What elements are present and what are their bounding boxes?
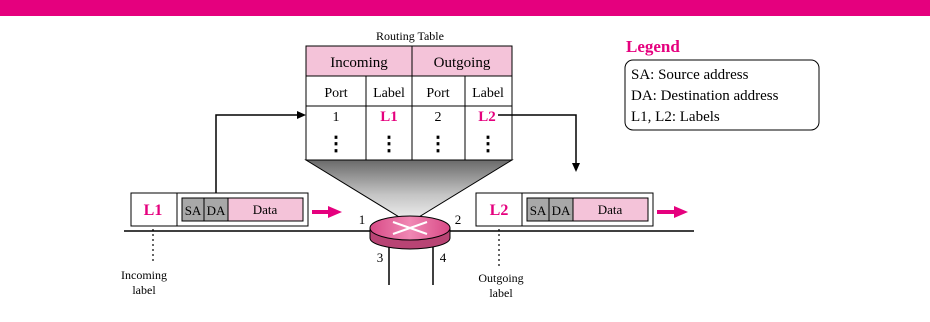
- header-incoming: Incoming: [330, 55, 388, 71]
- row-port-in: 1: [333, 110, 340, 125]
- table-body: [305, 75, 513, 161]
- router-port-3: 3: [377, 250, 384, 265]
- outgoing-packet: L2 SA DA Data: [475, 192, 654, 227]
- incoming-direction-arrow: [312, 206, 342, 218]
- table-to-router-funnel: [304, 159, 514, 224]
- incoming-label: L1: [144, 202, 163, 219]
- outgoing-field-da: DA: [552, 203, 571, 218]
- router: 1 2 3 4: [359, 212, 462, 285]
- router-port-2: 2: [455, 212, 462, 227]
- legend-line-da: DA: Destination address: [631, 88, 779, 104]
- continuation-dots-2: ⋮: [379, 133, 399, 155]
- outgoing-caption-line1: Outgoing: [478, 271, 523, 285]
- routing-table: Routing Table Incoming Outgoing Port Lab…: [305, 29, 513, 161]
- router-port-4: 4: [440, 250, 447, 265]
- outgoing-field-data: Data: [598, 202, 623, 217]
- top-accent-bar: [0, 0, 930, 16]
- incoming-field-data: Data: [253, 202, 278, 217]
- outgoing-direction-arrow: [657, 206, 688, 218]
- lookup-arrow: [215, 111, 306, 194]
- header-outgoing-cell: [411, 45, 513, 77]
- legend-title: Legend: [626, 37, 680, 56]
- header-incoming-cell: [305, 45, 413, 77]
- routing-table-title: Routing Table: [376, 29, 444, 43]
- incoming-field-sa: SA: [185, 203, 202, 218]
- legend-box: [624, 59, 820, 131]
- continuation-dots-4: ⋮: [478, 133, 498, 155]
- incoming-caption-line2: label: [132, 283, 156, 297]
- continuation-dots-1: ⋮: [326, 133, 346, 155]
- incoming-field-da: DA: [207, 203, 226, 218]
- outgoing-label: L2: [490, 202, 509, 219]
- label-swap-arrow: [498, 114, 580, 172]
- subheader-port-in: Port: [324, 86, 347, 101]
- legend: Legend SA: Source address DA: Destinatio…: [624, 37, 820, 131]
- router-cross-icon: [392, 221, 428, 235]
- outgoing-field-sa: SA: [530, 203, 547, 218]
- subheader-label-in: Label: [373, 86, 405, 101]
- outgoing-caption-line2: label: [489, 286, 513, 300]
- legend-line-sa: SA: Source address: [631, 67, 749, 83]
- incoming-packet: L1 SA DA Data: [130, 192, 309, 227]
- router-port-1: 1: [359, 212, 366, 227]
- legend-line-labels: L1, L2: Labels: [631, 109, 720, 125]
- row-label-out: L2: [478, 109, 496, 125]
- continuation-dots-3: ⋮: [428, 133, 448, 155]
- subheader-port-out: Port: [426, 86, 449, 101]
- subheader-label-out: Label: [472, 86, 504, 101]
- row-port-out: 2: [435, 110, 442, 125]
- header-outgoing: Outgoing: [434, 55, 491, 71]
- incoming-caption-line1: Incoming: [121, 268, 167, 282]
- row-label-in: L1: [380, 109, 398, 125]
